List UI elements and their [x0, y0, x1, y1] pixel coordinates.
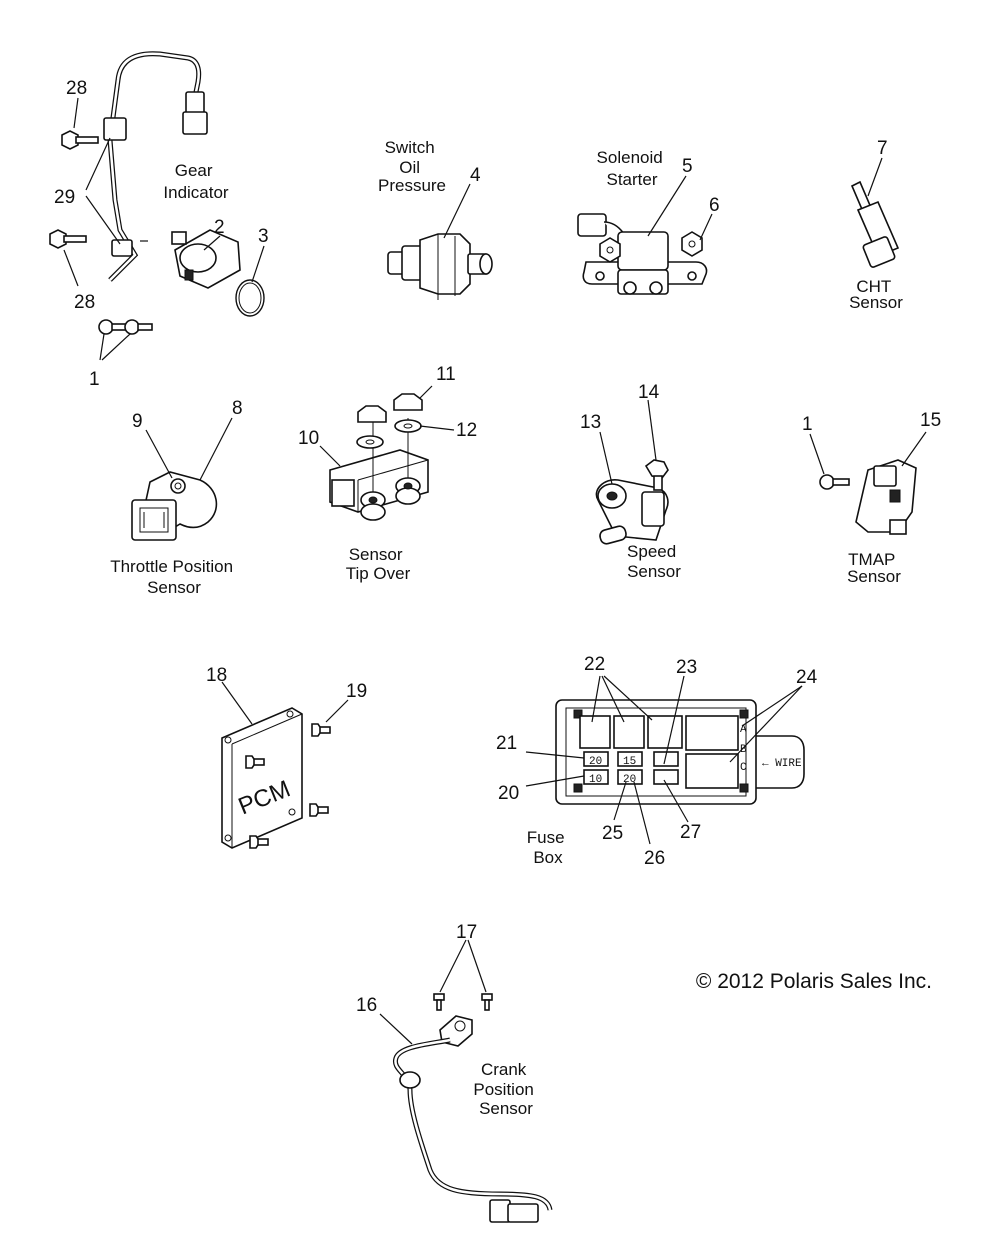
crank-position-sensor-label: Crank Position Sensor	[473, 1060, 538, 1118]
leader-lines	[63, 97, 927, 1045]
callout-number: 20	[498, 783, 519, 804]
tip-over-sensor	[329, 393, 429, 521]
screw-icon	[98, 319, 153, 335]
tmap-sensor-label: TMAP Sensor	[847, 550, 901, 586]
callout-number: 28	[66, 78, 87, 99]
callout-number: 15	[920, 410, 941, 431]
screw-icon	[819, 474, 850, 490]
speed-sensor-label: Speed Sensor	[627, 542, 681, 581]
callout-number: 23	[676, 657, 697, 678]
oil-pressure-switch	[387, 233, 493, 300]
nut-icon	[357, 405, 387, 423]
screw-icon	[309, 803, 329, 817]
screw-icon	[433, 993, 445, 1011]
nut-icon	[599, 237, 621, 263]
cht-sensor	[850, 180, 900, 268]
callout-number: 4	[470, 165, 481, 186]
callout-number: 27	[680, 822, 701, 843]
callout-number: 13	[580, 412, 601, 433]
relay-slot-letter: C	[740, 762, 747, 774]
callout-number: 2	[214, 217, 225, 238]
callout-number: 25	[602, 823, 623, 844]
callout-number: 11	[436, 364, 456, 385]
washer-icon	[394, 419, 422, 433]
flange-bolt-icon	[61, 130, 99, 150]
screw-icon	[481, 993, 493, 1011]
callout-number: 5	[682, 156, 693, 177]
pcm-module: PCM	[221, 707, 331, 849]
callout-number: 22	[584, 654, 605, 675]
callout-number: 14	[638, 382, 660, 403]
sensor-tip-over-label: Sensor Tip Over	[346, 545, 411, 583]
callout-number: 7	[877, 138, 888, 159]
solenoid-starter-label: Solenoid Starter	[597, 148, 668, 189]
throttle-position-sensor	[131, 471, 218, 541]
cht-sensor-label: CHT Sensor	[849, 277, 903, 312]
fuse-box-label: Fuse Box	[527, 828, 570, 867]
callout-number: 19	[346, 681, 367, 702]
callout-number: 1	[802, 414, 813, 435]
gear-indicator-label: Gear Indicator	[163, 161, 229, 202]
bolt-icon	[644, 459, 669, 491]
fuse-box: ← WIRE 20 15 10 20 A B C	[555, 699, 805, 805]
wire-marking: ← WIRE	[762, 758, 802, 770]
copyright-notice: © 2012 Polaris Sales Inc.	[696, 970, 932, 993]
callout-number: 21	[496, 733, 517, 754]
relay-slot-letter: B	[740, 744, 747, 756]
callout-number: 8	[232, 398, 243, 419]
group-labels: Gear Indicator Switch Oil Pressure Solen…	[110, 138, 903, 1118]
flange-bolt-icon	[49, 229, 87, 249]
fuse-rating: 20	[589, 756, 602, 768]
callout-number: 28	[74, 292, 95, 313]
callout-number: 16	[356, 995, 377, 1016]
callout-number: 12	[456, 420, 477, 441]
screw-icon	[245, 755, 265, 769]
screw-icon	[311, 723, 331, 737]
callout-number: 1	[89, 369, 100, 390]
crank-position-sensor	[392, 993, 553, 1223]
callout-number: 29	[54, 187, 75, 208]
callout-number: 17	[456, 922, 477, 943]
tmap-sensor	[819, 459, 917, 535]
fuse-rating: 10	[589, 774, 602, 786]
callout-number: 26	[644, 848, 665, 869]
gear-indicator-assembly	[49, 51, 265, 335]
screw-icon	[249, 835, 269, 849]
fuse-rating: 15	[623, 756, 636, 768]
nut-icon	[393, 393, 423, 411]
speed-sensor	[595, 459, 669, 545]
callout-number: 10	[298, 428, 319, 449]
callout-number: 9	[132, 411, 143, 432]
callout-number: 18	[206, 665, 227, 686]
relay-slot-letter: A	[740, 724, 747, 736]
starter-solenoid	[577, 213, 708, 295]
callout-numbers: 28 29 28 1 2 3 4 5 6 7 9 8 10 11 12 13 1…	[54, 78, 941, 1016]
nut-icon	[681, 231, 703, 257]
switch-oil-pressure-label: Switch Oil Pressure	[378, 138, 446, 195]
callout-number: 6	[709, 195, 720, 216]
washer-icon	[356, 435, 384, 449]
callout-number: 3	[258, 226, 269, 247]
callout-number: 24	[796, 667, 818, 688]
throttle-position-sensor-label: Throttle Position Sensor	[110, 557, 238, 597]
